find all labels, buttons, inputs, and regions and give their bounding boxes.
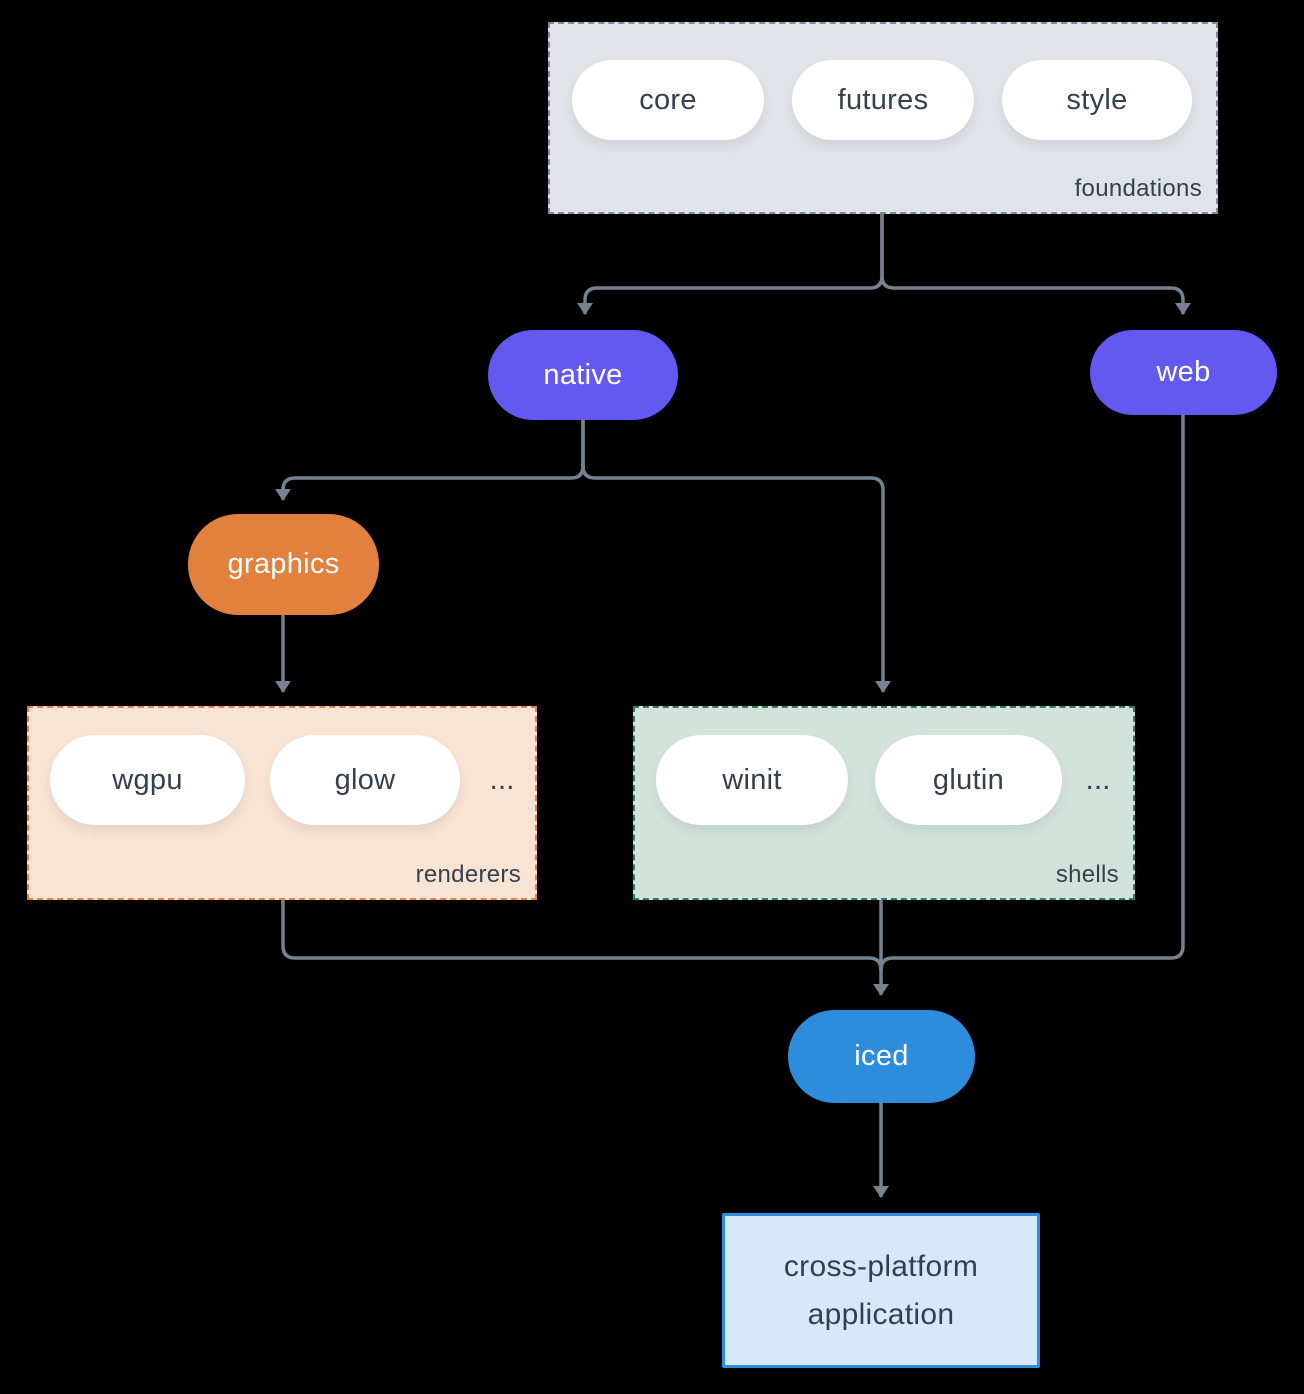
node-iced-label: iced bbox=[854, 1040, 909, 1072]
pill-style-label: style bbox=[1066, 83, 1128, 116]
pill-futures-label: futures bbox=[837, 83, 929, 116]
pill-futures: futures bbox=[792, 60, 974, 140]
pill-core: core bbox=[572, 60, 764, 140]
pill-glow-label: glow bbox=[334, 763, 396, 796]
pill-glow: glow bbox=[270, 735, 460, 825]
node-native-label: native bbox=[543, 358, 623, 391]
shells-group-label: shells bbox=[1055, 861, 1119, 888]
pill-wgpu-label: wgpu bbox=[112, 763, 183, 796]
pill-glutin-label: glutin bbox=[932, 763, 1005, 796]
node-graphics-label: graphics bbox=[227, 548, 340, 580]
node-graphics: graphics bbox=[188, 514, 379, 615]
foundations-group-label: foundations bbox=[1074, 175, 1202, 202]
pill-style: style bbox=[1002, 60, 1192, 140]
shells-ellipsis: ... bbox=[1085, 763, 1111, 796]
arrow-native-to-graphics bbox=[275, 419, 585, 501]
pill-winit: winit bbox=[656, 735, 848, 825]
node-iced: iced bbox=[788, 1010, 975, 1103]
renderers-group-label: renderers bbox=[415, 861, 521, 888]
arrow-foundations-to-web bbox=[880, 214, 1191, 315]
line-renderers-to-merge bbox=[281, 899, 883, 971]
pill-glutin: glutin bbox=[875, 735, 1062, 825]
application-label-line1: cross-platform bbox=[783, 1249, 979, 1283]
foundations-group: core futures style foundations bbox=[548, 22, 1218, 214]
pill-wgpu: wgpu bbox=[50, 735, 245, 825]
pill-winit-label: winit bbox=[722, 763, 782, 796]
shells-group: winit glutin ... shells bbox=[633, 706, 1135, 900]
renderers-ellipsis: ... bbox=[489, 763, 515, 796]
renderers-group: wgpu glow ... renderers bbox=[27, 706, 537, 900]
application-label-line2: application bbox=[807, 1297, 955, 1331]
node-web: web bbox=[1090, 330, 1277, 415]
arrow-foundations-to-native bbox=[577, 214, 884, 315]
arrow-native-to-shells bbox=[581, 419, 891, 693]
node-web-label: web bbox=[1156, 356, 1211, 388]
pill-core-label: core bbox=[639, 83, 697, 116]
node-native: native bbox=[488, 330, 678, 420]
application-box: cross-platform application bbox=[722, 1213, 1040, 1368]
